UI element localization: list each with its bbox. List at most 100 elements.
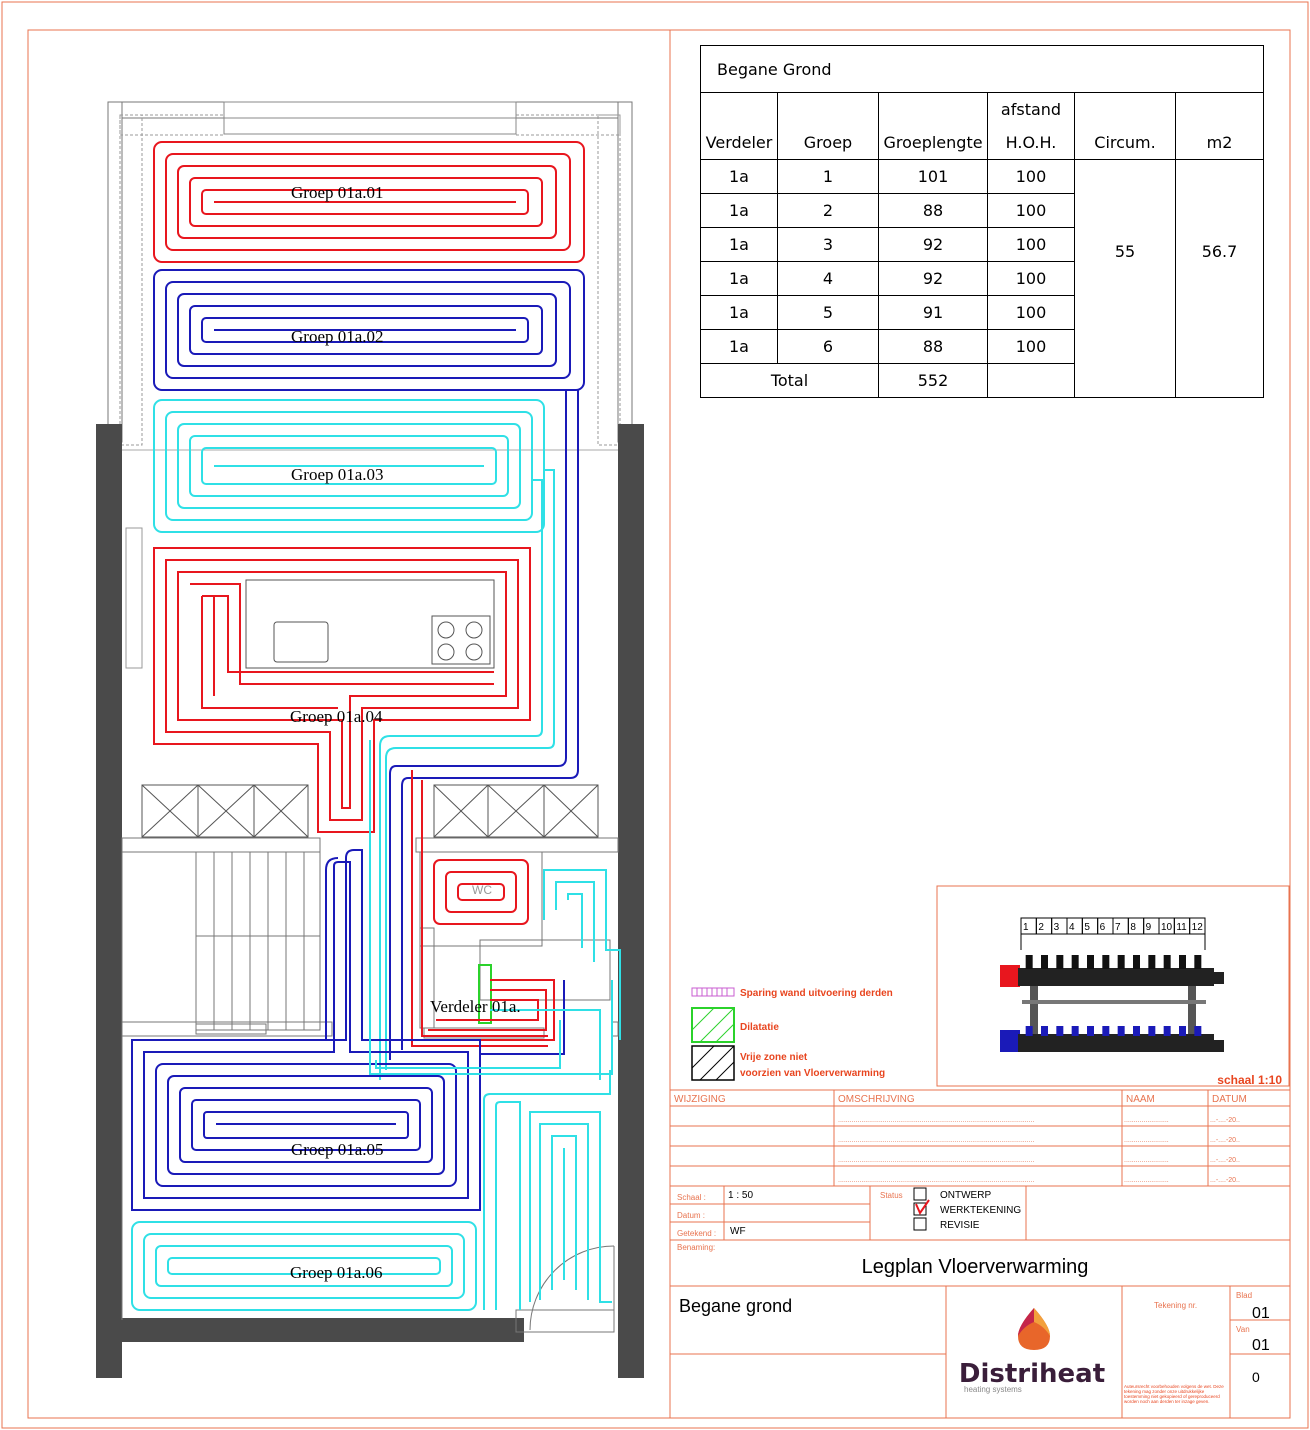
status-ontwerp: ONTWERP [940,1190,991,1201]
th-groeplengte: Groeplengte [878,126,988,160]
port-number: 11 [1176,922,1187,933]
brand-name: Distriheat [959,1359,1105,1389]
kitchen-counter [245,579,495,669]
port-number: 9 [1146,922,1152,933]
tb-getekend-value: WF [730,1226,746,1237]
valve-bottom [1056,1026,1064,1036]
blad-value: 01 [1252,1305,1270,1322]
wc-label: WC [472,883,492,897]
cell-verdeler: 1a [700,329,778,364]
cell-verdeler: 1a [700,193,778,228]
valve-top [1179,955,1186,969]
cell-lengte: 88 [878,193,988,228]
cell-hoh: 100 [987,261,1075,296]
title-block: WIJZIGING OMSCHRIJVING NAAM DATUM ......… [670,1089,1290,1418]
total-value: 552 [878,363,988,398]
disclaimer: Auteursrecht voorbehouden volgens de wet… [1124,1384,1224,1404]
brand-sub: heating systems [964,1385,1022,1394]
valve-bottom [1025,1026,1033,1036]
port-number: 7 [1115,922,1121,933]
loop-group-6 [131,740,621,1311]
valve-top [1102,955,1110,969]
valve-bottom [1194,1026,1202,1036]
valve-bottom [1087,1026,1094,1036]
th-top-1 [700,92,778,126]
table-row: 1a 5 91 100 [700,295,1264,330]
tb-date-1: ...-....-20.. [1210,1117,1240,1124]
status-werktekening: WERKTEKENING [940,1205,1021,1216]
tb-status-label: Status [880,1191,903,1200]
tb-date-3: ...-....-20.. [1210,1157,1240,1164]
th-m2: m2 [1175,126,1264,160]
tb-wijziging: WIJZIGING [674,1094,726,1105]
cell-groep: 6 [777,329,879,364]
left-wall [96,424,122,1378]
drawing-title: Legplan Vloerverwarming [862,1256,1089,1278]
valve-top [1163,955,1171,969]
port-number: 10 [1161,922,1173,933]
valve-top [1087,955,1094,969]
group-label-4: Groep 01a.04 [290,707,383,726]
svg-text:.......................: ....................... [1124,1157,1169,1164]
port-number: 2 [1038,922,1044,933]
cell-groep: 5 [777,295,879,330]
tekening-label: Tekening nr. [1154,1301,1197,1310]
tb-naam: NAAM [1126,1094,1155,1105]
valve-bottom [1041,1026,1048,1036]
rev-value: 0 [1252,1369,1260,1385]
svg-text:..............................: ........................................… [838,1137,1034,1144]
svg-text:.......................: ....................... [1124,1137,1169,1144]
tb-omschrijving: OMSCHRIJVING [838,1094,915,1105]
tb-date-4: ...-....-20.. [1210,1177,1240,1184]
port-number: 12 [1192,922,1204,933]
table-row: 1a 1 101 100 55 56.7 [700,159,1264,398]
svg-text:..............................: ........................................… [838,1117,1034,1124]
tb-date-2: ...-....-20.. [1210,1137,1240,1144]
valve-bottom [1102,1026,1110,1036]
table-row: 1a 4 92 100 [700,261,1264,296]
loop-group-3 [153,399,555,1080]
valve-top [1025,955,1033,969]
cell-hoh: 100 [987,329,1075,364]
port-number: 4 [1069,922,1075,933]
cell-verdeler: 1a [700,227,778,262]
th-circum: Circum. [1074,126,1176,160]
tb-benaming-label: Benaming: [677,1243,715,1252]
cell-hoh: 100 [987,159,1075,194]
valve-top [1056,955,1064,969]
cell-groep: 1 [777,159,879,194]
valve-bottom [1071,1026,1079,1036]
inner-border [27,29,1291,1419]
tb-datum-label: Datum : [677,1211,705,1220]
cell-lengte: 92 [878,261,988,296]
valve-top [1071,955,1079,969]
legend: Sparing wand uitvoering derden Dilatatie… [691,987,893,1081]
table-total-row: Total 552 [700,363,1264,398]
th-top-2 [777,92,879,126]
svg-text:..............................: ........................................… [838,1157,1034,1164]
right-wall [618,424,644,1378]
status-checkbox-revisie [913,1217,927,1231]
port-number: 3 [1054,922,1060,933]
valve-top [1148,955,1156,969]
cell-lengte: 88 [878,329,988,364]
loop-group-4 [153,547,548,1047]
svg-text:.......................: ....................... [1124,1117,1169,1124]
floor-plan: Groep 01a.01 Groep 01a.02 Groep 01a.03 G… [96,101,644,1378]
cell-lengte: 101 [878,159,988,194]
group-table: Begane Grond afstand Verdeler Groep Groe… [700,45,1264,398]
cell-verdeler: 1a [700,159,778,194]
legend-vrije-1: Vrije zone niet [740,1052,808,1063]
group-label-2: Groep 01a.02 [291,327,384,346]
cell-verdeler: 1a [700,295,778,330]
loop-group-2 [153,269,585,1060]
port-number: 1 [1023,922,1029,933]
port-cell [1189,917,1206,935]
cell-lengte: 92 [878,227,988,262]
svg-text:.......................: ....................... [1124,1177,1169,1184]
port-number: 5 [1084,922,1090,933]
loop-group-5 [131,849,565,1211]
van-label: Van [1236,1325,1250,1334]
